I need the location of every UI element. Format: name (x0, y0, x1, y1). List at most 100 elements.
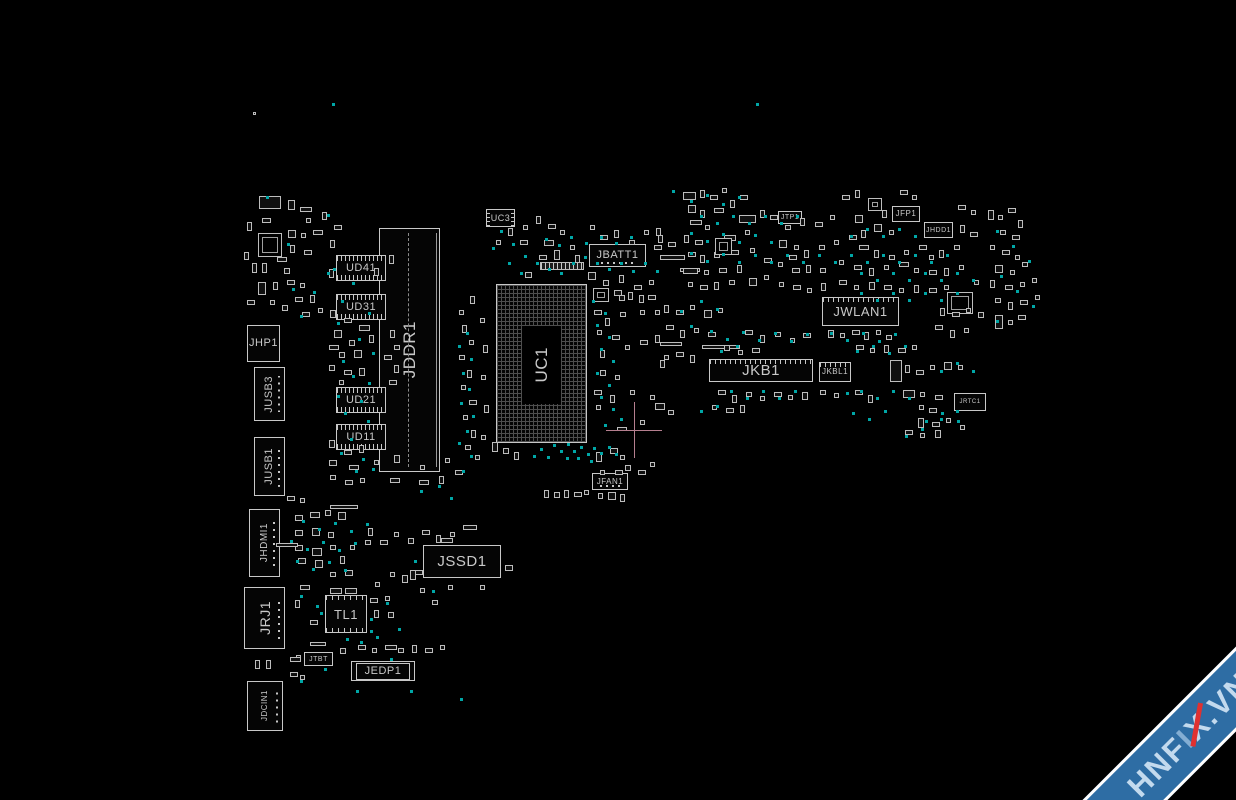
small-part[interactable] (1022, 262, 1028, 267)
small-part[interactable] (503, 448, 509, 454)
small-part[interactable] (295, 297, 303, 302)
small-part[interactable] (688, 205, 696, 213)
small-part[interactable] (300, 585, 310, 590)
small-part[interactable] (815, 222, 823, 227)
small-part[interactable] (368, 528, 373, 536)
small-part[interactable] (729, 280, 735, 285)
small-part[interactable] (463, 415, 468, 420)
small-part[interactable] (839, 280, 847, 285)
component-jkbl1[interactable]: JKBL1 (819, 362, 851, 382)
small-part[interactable] (802, 392, 808, 400)
component-jwlan1[interactable]: JWLAN1 (822, 297, 899, 326)
small-part[interactable] (664, 355, 669, 360)
small-part[interactable] (614, 230, 619, 238)
small-part[interactable] (300, 207, 312, 212)
small-part[interactable] (295, 530, 303, 536)
small-part[interactable] (330, 588, 342, 594)
small-part[interactable] (448, 585, 453, 590)
small-part[interactable] (1008, 320, 1013, 325)
small-part[interactable] (384, 355, 392, 360)
small-part[interactable] (603, 280, 609, 286)
small-part[interactable] (700, 285, 708, 290)
small-part[interactable] (929, 255, 934, 260)
small-part[interactable] (793, 285, 801, 290)
component-jkb1[interactable]: JKB1 (709, 359, 813, 382)
small-part[interactable] (855, 215, 863, 223)
small-part[interactable] (295, 600, 300, 608)
small-part[interactable] (614, 290, 622, 296)
small-part[interactable] (620, 494, 625, 502)
small-part[interactable] (700, 255, 705, 263)
small-part[interactable] (760, 210, 765, 218)
chip-part[interactable] (258, 233, 282, 257)
component-jfp1[interactable]: JFP1 (892, 206, 920, 222)
small-part[interactable] (450, 532, 455, 537)
small-part[interactable] (683, 268, 698, 274)
small-part[interactable] (398, 648, 404, 653)
small-part[interactable] (598, 493, 603, 499)
small-part[interactable] (939, 250, 944, 258)
small-part[interactable] (654, 245, 662, 250)
small-part[interactable] (329, 345, 339, 350)
small-part[interactable] (794, 245, 799, 250)
small-part[interactable] (370, 598, 378, 603)
small-part[interactable] (330, 505, 358, 509)
small-part[interactable] (462, 325, 467, 333)
small-part[interactable] (684, 235, 689, 243)
small-part[interactable] (920, 433, 925, 438)
small-part[interactable] (330, 240, 335, 248)
small-part[interactable] (998, 215, 1003, 220)
small-part[interactable] (920, 392, 925, 397)
small-part[interactable] (330, 310, 336, 318)
small-part[interactable] (484, 405, 489, 413)
small-part[interactable] (694, 328, 699, 333)
small-part[interactable] (359, 445, 364, 453)
small-part[interactable] (959, 265, 964, 270)
small-part[interactable] (329, 365, 335, 371)
small-part[interactable] (640, 420, 645, 425)
small-part[interactable] (676, 352, 684, 357)
small-part[interactable] (958, 365, 963, 370)
small-part[interactable] (600, 350, 605, 358)
small-part[interactable] (389, 255, 394, 264)
component-jfan1[interactable]: JFAN1 (592, 473, 628, 490)
small-part[interactable] (288, 230, 296, 238)
small-part[interactable] (340, 648, 346, 654)
component-jrj1[interactable]: JRJ1 (244, 587, 285, 649)
small-part[interactable] (990, 245, 995, 250)
small-part[interactable] (608, 492, 616, 500)
small-part[interactable] (590, 225, 595, 230)
chip-part[interactable] (715, 238, 732, 255)
small-part[interactable] (520, 240, 528, 245)
small-part[interactable] (819, 245, 825, 250)
small-part[interactable] (718, 390, 726, 395)
small-part[interactable] (660, 360, 665, 368)
small-part[interactable] (540, 262, 584, 270)
component-ud31[interactable]: UD31 (336, 294, 386, 320)
small-part[interactable] (481, 435, 486, 440)
small-part[interactable] (369, 335, 374, 343)
small-part[interactable] (514, 452, 519, 460)
small-part[interactable] (306, 218, 311, 223)
small-part[interactable] (650, 462, 655, 467)
small-part[interactable] (312, 548, 322, 556)
small-part[interactable] (779, 240, 787, 248)
small-part[interactable] (440, 645, 445, 650)
small-part[interactable] (445, 458, 450, 463)
small-part[interactable] (940, 308, 945, 316)
component-uc1[interactable]: UC1 (496, 284, 587, 443)
small-part[interactable] (655, 403, 665, 410)
small-part[interactable] (312, 528, 320, 536)
small-part[interactable] (638, 470, 646, 475)
small-part[interactable] (952, 312, 960, 317)
small-part[interactable] (834, 240, 839, 245)
small-part[interactable] (695, 240, 703, 245)
small-part[interactable] (298, 558, 306, 564)
small-part[interactable] (700, 190, 705, 198)
small-part[interactable] (415, 570, 423, 575)
small-part[interactable] (300, 498, 305, 503)
component-jbatt1[interactable]: JBATT1 (589, 244, 646, 267)
small-part[interactable] (1018, 315, 1026, 320)
small-part[interactable] (884, 265, 889, 270)
small-part[interactable] (612, 335, 620, 340)
